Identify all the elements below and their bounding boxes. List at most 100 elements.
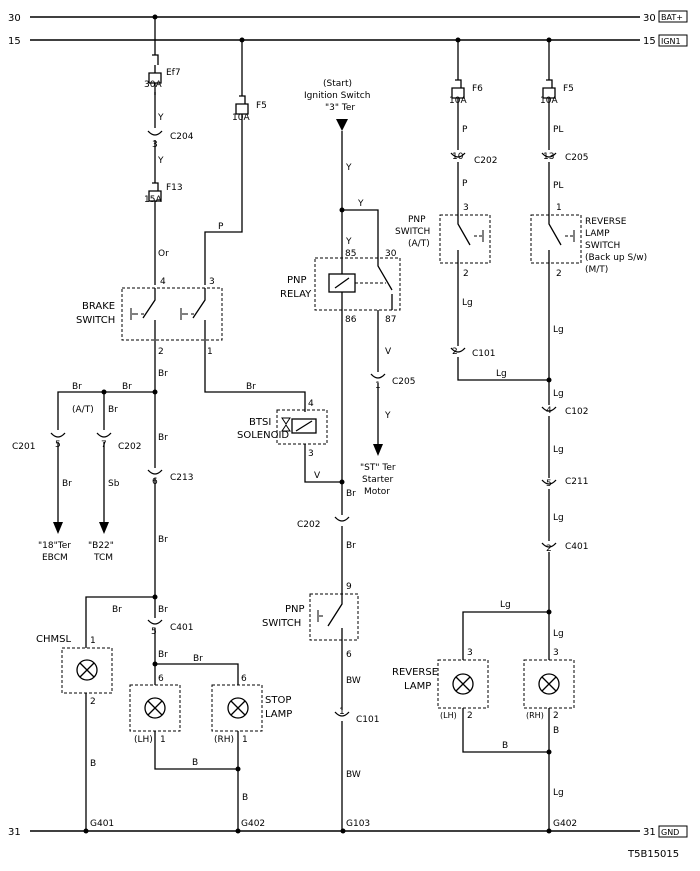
stop-lamp-label-1: STOP bbox=[265, 695, 291, 706]
pnp-switch-actuator bbox=[317, 610, 323, 622]
fuse-f5b-symbol bbox=[542, 79, 556, 108]
connector-c211-label: C211 bbox=[565, 477, 588, 487]
connector-c102-pin: 4 bbox=[546, 406, 552, 416]
stop-lamp-label-2: LAMP bbox=[265, 709, 292, 720]
stop-lamp-rh-filament bbox=[230, 700, 246, 716]
relay-label-2: RELAY bbox=[280, 289, 312, 300]
pnp-switch-pin6: 6 bbox=[346, 650, 352, 660]
wire-color-br: Br bbox=[193, 654, 203, 664]
bus-30-tag: BAT+ bbox=[661, 13, 683, 22]
pnp-switch-housing bbox=[309, 593, 359, 641]
reverse-lamp-rh-bulb-icon bbox=[538, 673, 560, 695]
wire-color-p: P bbox=[462, 179, 468, 189]
connector-c213-label: C213 bbox=[170, 473, 193, 483]
ebcm-label-2: EBCM bbox=[42, 553, 68, 563]
brake-switch-label-2: SWITCH bbox=[76, 315, 115, 326]
wire bbox=[204, 340, 306, 412]
bus-15-tag: IGN1 bbox=[661, 37, 681, 46]
wire bbox=[154, 731, 238, 770]
wire bbox=[342, 209, 379, 258]
connector-c101-right-pin: 2 bbox=[452, 347, 458, 357]
arrow-from-ignition bbox=[336, 119, 348, 131]
chmsl-housing bbox=[61, 647, 113, 694]
wire bbox=[57, 391, 155, 430]
wire-color-y: Y bbox=[157, 113, 164, 123]
wire-color-lg: Lg bbox=[553, 445, 564, 455]
fuse-f6-name: F6 bbox=[472, 84, 483, 94]
starter-label-2: Starter bbox=[362, 475, 394, 485]
wire-color-v: V bbox=[385, 347, 392, 357]
fuse-ef7-name: Ef7 bbox=[166, 68, 181, 78]
connector-c401-left-symbol bbox=[147, 619, 163, 625]
stop-lamp-rh-bulb-icon bbox=[227, 697, 249, 719]
bus-30-label-right: 30 bbox=[643, 13, 656, 24]
reverse-switch-label-3: SWITCH bbox=[585, 241, 620, 251]
btsi-solenoid-housing bbox=[276, 409, 328, 445]
reverse-lamp-lh-bulb-icon bbox=[452, 673, 474, 695]
btsi-pin4: 4 bbox=[308, 399, 314, 409]
connector-c211-pin: 5 bbox=[546, 479, 552, 489]
relay-pin-30: 30 bbox=[385, 249, 397, 259]
pnp-switch-pin9: 9 bbox=[346, 582, 352, 592]
btsi-label-2: SOLENOID bbox=[237, 430, 289, 441]
connector-c205-mid-label: C205 bbox=[392, 377, 415, 387]
wire-color-y: Y bbox=[157, 156, 164, 166]
connector-c202-top-label: C202 bbox=[474, 156, 497, 166]
reverse-lamp-lh-side: (LH) bbox=[440, 711, 457, 720]
connector-c201-label: C201 bbox=[12, 442, 35, 452]
ebcm-label-1: "18"Ter bbox=[38, 541, 71, 551]
bus-31-label-right: 31 bbox=[643, 827, 656, 838]
junction-dot bbox=[101, 389, 107, 395]
relay-pin-86: 86 bbox=[345, 315, 357, 325]
pnp-switch-label-2: SWITCH bbox=[262, 618, 301, 629]
connector-c205-top-symbol bbox=[541, 152, 557, 158]
reverse-switch-contact bbox=[548, 215, 562, 263]
fuse-f13-symbol bbox=[148, 182, 162, 211]
fuse-f13-name: F13 bbox=[166, 183, 183, 193]
reverse-switch-label-1: REVERSE bbox=[585, 217, 627, 227]
arrow-to-ebcm bbox=[53, 522, 63, 534]
bus-31-tag: GND bbox=[661, 828, 679, 837]
pnp-at-switch-housing bbox=[439, 214, 491, 264]
fuse-f5b-name: F5 bbox=[563, 84, 574, 94]
connector-c102-label: C102 bbox=[565, 407, 588, 417]
wire bbox=[462, 708, 549, 753]
brake-switch-pin1: 1 bbox=[207, 347, 213, 357]
wire-color-br: Br bbox=[158, 433, 168, 443]
connector-c205-top-pin: 13 bbox=[543, 152, 554, 162]
bus-15-label-left: 15 bbox=[8, 36, 21, 47]
starter-label-3: Motor bbox=[364, 487, 390, 497]
wire-color-pl: PL bbox=[553, 181, 563, 191]
wire bbox=[457, 357, 549, 381]
reverse-switch-label-4: (Back up S/w) bbox=[585, 253, 647, 263]
wire-color-br: Br bbox=[158, 605, 168, 615]
connector-c211-symbol bbox=[541, 479, 557, 485]
reverse-switch-housing bbox=[530, 214, 582, 264]
pnp-switch-contact bbox=[327, 594, 343, 640]
fuse-f5a-symbol bbox=[235, 95, 249, 124]
reverse-lamp-lh-pin3: 3 bbox=[467, 648, 473, 658]
wire bbox=[85, 596, 155, 648]
connector-c204-symbol bbox=[147, 130, 163, 136]
brake-switch-actuator-b bbox=[180, 308, 194, 320]
at-label: (A/T) bbox=[72, 405, 94, 415]
pnp-at-pin2: 2 bbox=[463, 269, 469, 279]
wire-color-br: Br bbox=[108, 405, 118, 415]
wire-color-p: P bbox=[462, 125, 468, 135]
btsi-pin3: 3 bbox=[308, 449, 314, 459]
ground-g401: G401 bbox=[90, 819, 114, 829]
wire-color-br: Br bbox=[62, 479, 72, 489]
pnp-at-switch-actuator bbox=[474, 230, 484, 242]
reverse-switch-pin2: 2 bbox=[556, 269, 562, 279]
tcm-label-2: TCM bbox=[93, 553, 113, 563]
connector-c201-symbol bbox=[50, 432, 66, 438]
btsi-solenoid-coil-icon bbox=[291, 418, 317, 434]
chmsl-label: CHMSL bbox=[36, 634, 71, 645]
connector-c202-top-symbol bbox=[450, 152, 466, 158]
wire-color-y: Y bbox=[357, 199, 364, 209]
connector-c101-mid-label: C101 bbox=[356, 715, 379, 725]
wire-color-or: Or bbox=[158, 249, 169, 259]
brake-switch-contact-a bbox=[142, 288, 156, 340]
wire-color-v: V bbox=[314, 471, 321, 481]
wire-color-b: B bbox=[502, 741, 508, 751]
